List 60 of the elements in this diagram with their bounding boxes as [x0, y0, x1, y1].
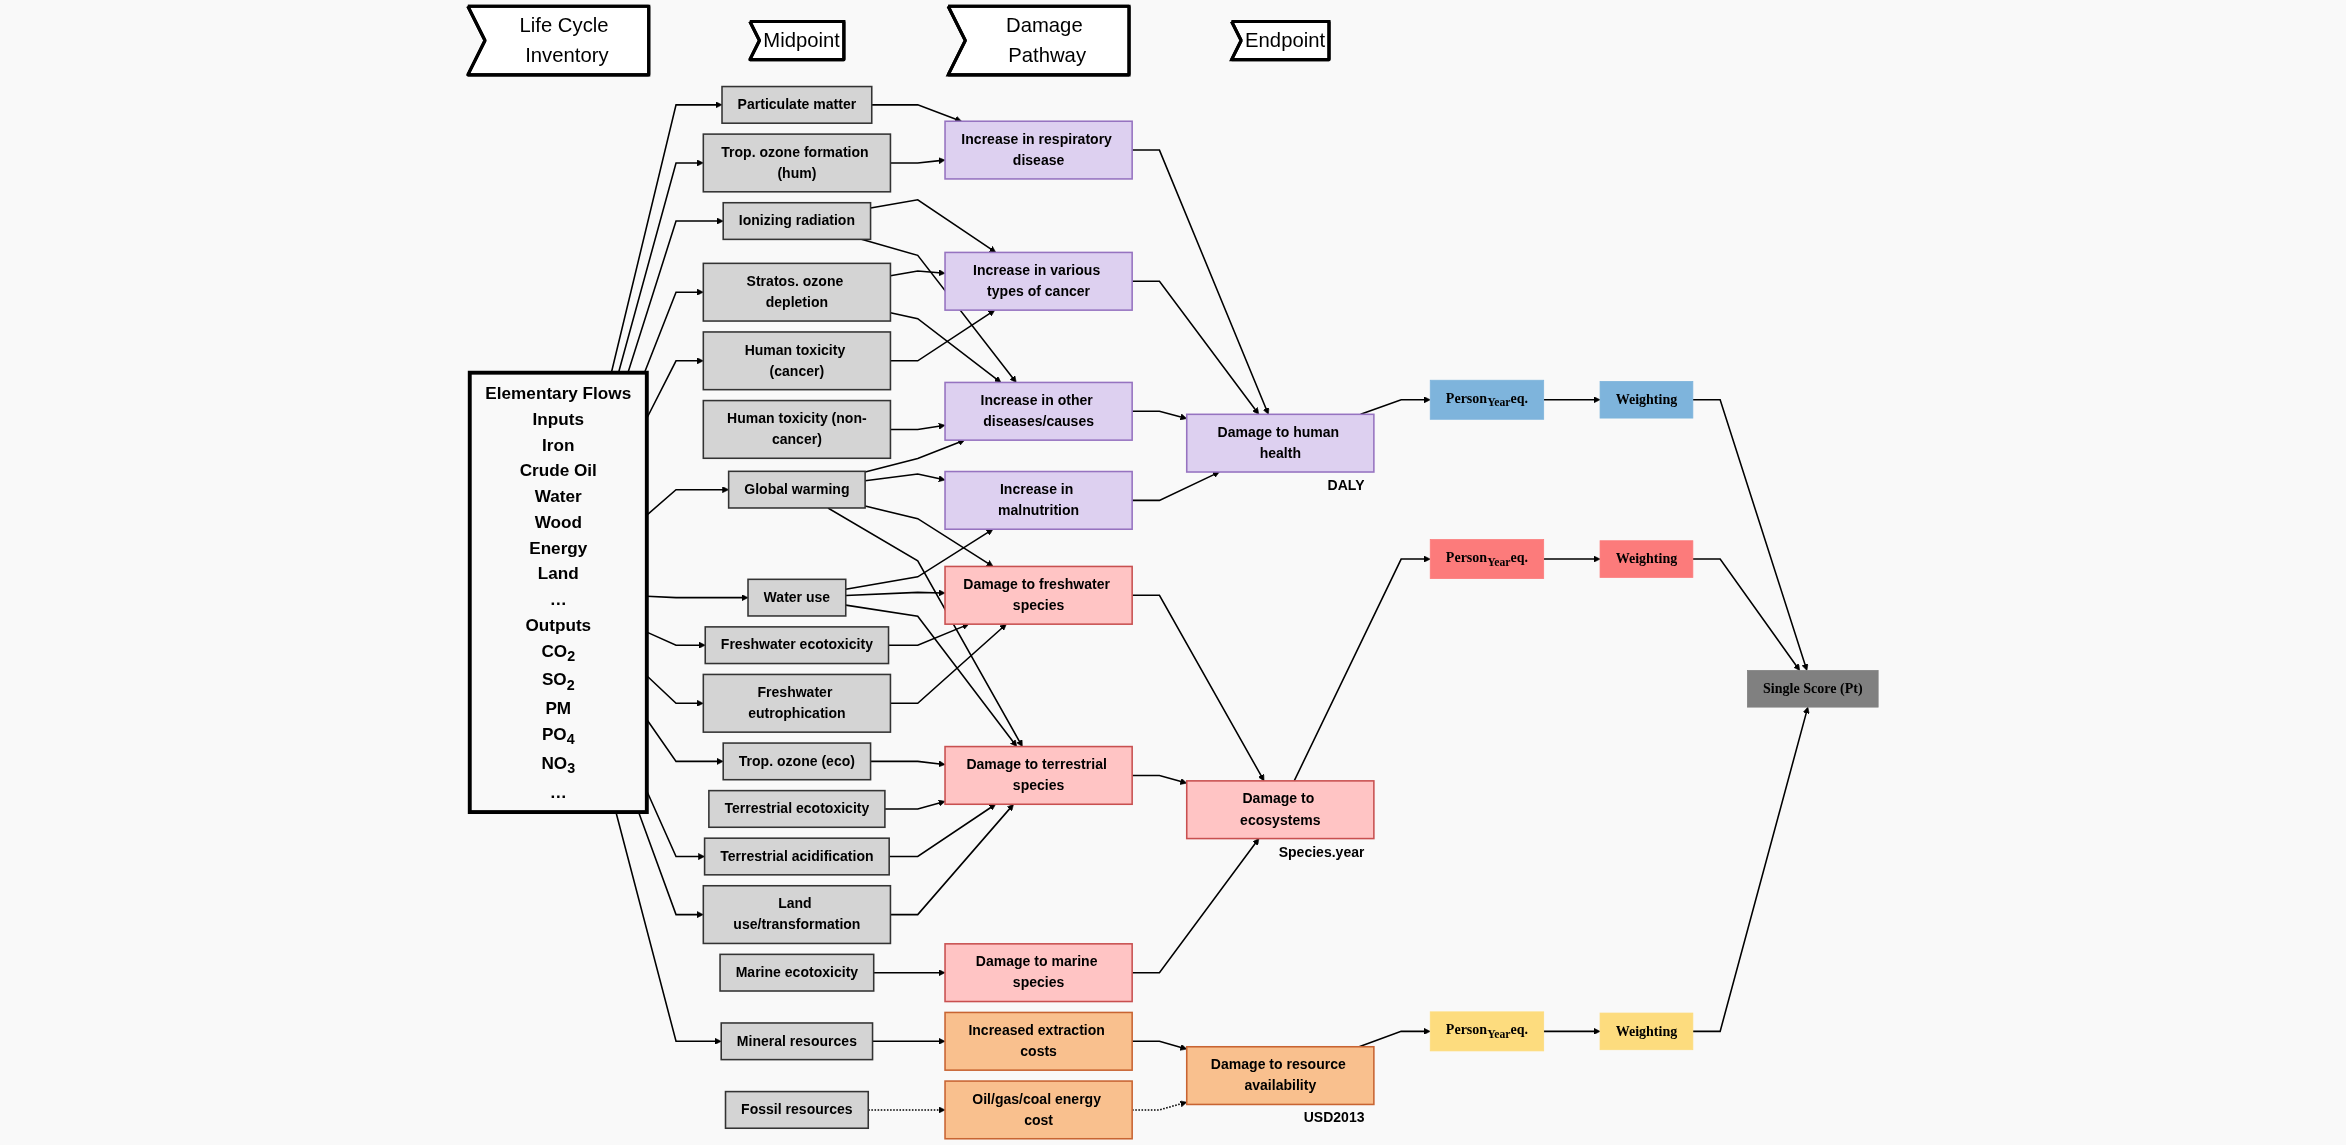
node-box: Mineral resources: [720, 1022, 874, 1061]
node-box: Freshwater eutrophication: [702, 673, 892, 733]
node-box: Increase in various types of cancer: [944, 251, 1133, 311]
node-box: Damage to resource availability: [1185, 1046, 1375, 1106]
arrow: [889, 803, 1014, 916]
node-box: Person$_{Year}$eq.: [1429, 1011, 1545, 1052]
node-box: Trop. ozone (eco): [722, 742, 872, 781]
node-box: Particulate matter: [721, 85, 873, 124]
node-box: Terrestrial acidification: [703, 837, 890, 876]
arrow: [884, 799, 946, 810]
node-box: Damage to ecosystems: [1185, 780, 1375, 840]
node-box: Trop. ozone formation (hum): [702, 133, 892, 193]
node-box: Elementary Flows Inputs Iron Crude Oil Water Wood Energy Land … Outputs CO$_{2}$ SO$_{2}$ PM PO$_{4}$ NO$_{3}$ …: [467, 370, 649, 815]
arrow: [1542, 1027, 1601, 1035]
node-box: Land use/transformation: [702, 884, 892, 945]
node-box: Freshwater ecotoxicity: [704, 626, 890, 665]
node-box: Water use: [747, 578, 847, 617]
node-box: Damage to freshwater species: [944, 565, 1133, 625]
arrow: [864, 439, 965, 473]
node-box: Increased extraction costs: [944, 1011, 1133, 1071]
node-box: Human toxicity (non-cancer): [702, 399, 892, 460]
arrow: [889, 623, 1007, 705]
node-box: Increase in malnutrition: [944, 470, 1133, 530]
arrow: [627, 217, 724, 374]
arrow: [1692, 558, 1800, 671]
node-box: Weighting: [1599, 381, 1694, 419]
arrow: [1358, 1027, 1431, 1048]
node-box: Person$_{Year}$eq.: [1429, 379, 1545, 420]
node-box: Damage to marine species: [944, 943, 1133, 1003]
node-label: Species.year: [1278, 844, 1365, 860]
node-box: Marine ecotoxicity: [719, 953, 875, 992]
arrow: [827, 507, 1023, 747]
node-box: Damage to terrestrial species: [944, 745, 1133, 806]
arrow: [1692, 399, 1809, 671]
arrow: [1542, 396, 1601, 404]
arrow: [643, 288, 704, 374]
node-box: Damage to human health: [1185, 413, 1375, 473]
node-box: Increase in other diseases/causes: [944, 381, 1133, 441]
node-box: Terrestrial ecotoxicity: [708, 789, 886, 829]
node-box: Weighting: [1599, 540, 1694, 578]
node-label: DALY: [1327, 477, 1365, 494]
arrow: [1359, 396, 1431, 416]
arrow: [617, 159, 704, 374]
node-box: Human toxicity (cancer): [702, 331, 892, 391]
arrow: [871, 104, 962, 123]
arrow: [1293, 555, 1431, 782]
node-box: Fossil resources: [724, 1090, 870, 1129]
node-box: Ionizing radiation: [722, 201, 872, 241]
node-box: Oil/gas/coal energy cost: [944, 1080, 1133, 1140]
node-box: Increase in respiratory disease: [944, 120, 1133, 180]
arrow: [1542, 555, 1601, 563]
arrow: [864, 505, 994, 567]
node-box: Single Score (Pt): [1747, 670, 1879, 708]
node-box: Stratos. ozone depletion: [702, 262, 892, 322]
node-label: USD2013: [1303, 1109, 1365, 1126]
arrow: [1692, 706, 1810, 1033]
node-box: Person$_{Year}$eq.: [1429, 539, 1545, 579]
node-box: Weighting: [1599, 1012, 1694, 1051]
node-box: Global warming: [727, 470, 866, 509]
arrow: [610, 101, 723, 374]
